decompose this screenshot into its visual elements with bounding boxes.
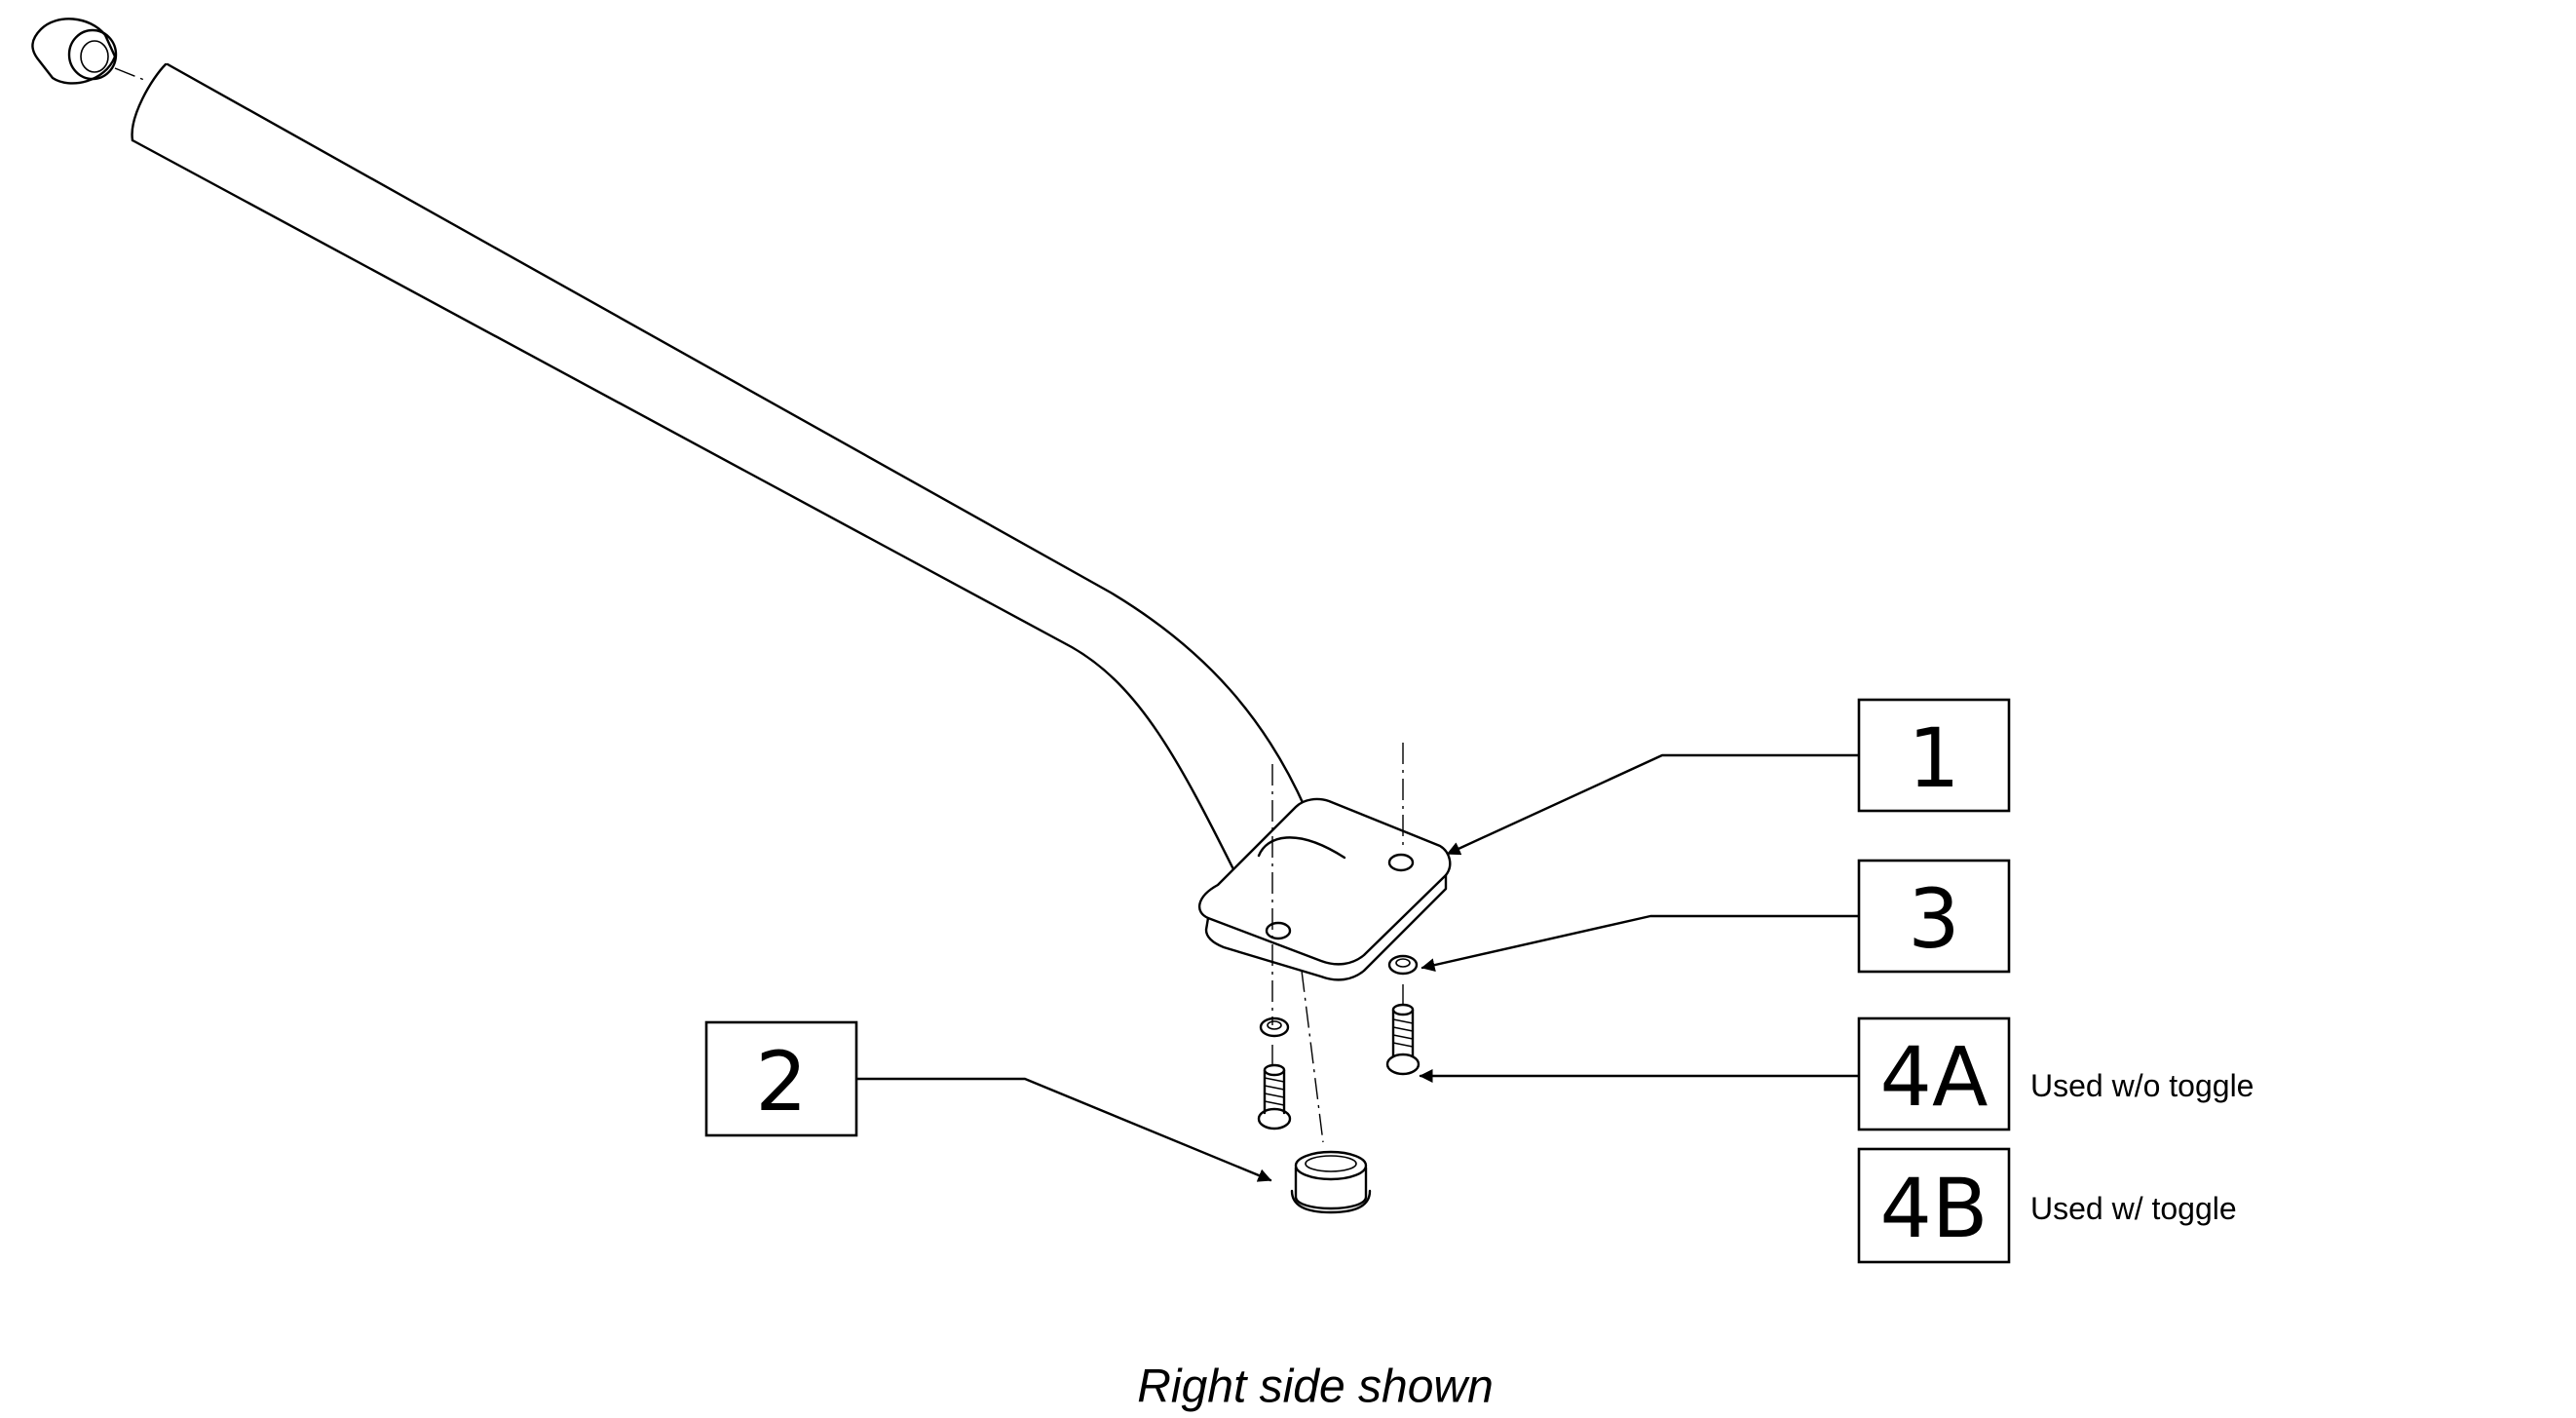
callout-2-label: 2 — [755, 1034, 807, 1130]
callout-4b-label: 4B — [1879, 1161, 1988, 1256]
callout-4b: 4B Used w/ toggle — [1857, 1147, 2237, 1264]
leader-2 — [855, 1077, 1272, 1182]
right-washer — [1387, 954, 1419, 976]
figure-caption: Right side shown — [1137, 1361, 1494, 1413]
callout-1-label: 1 — [1908, 710, 1959, 806]
callout-4a: 4A Used w/o toggle — [1857, 1016, 2254, 1131]
callout-4a-label: 4A — [1880, 1029, 1989, 1125]
centerline-end-cap — [1301, 970, 1324, 1143]
callout-4b-note: Used w/ toggle — [2030, 1191, 2237, 1226]
leader-1 — [1446, 753, 1861, 856]
left-washer — [1259, 1016, 1290, 1038]
handle-tube — [131, 62, 1307, 879]
callout-4a-note: Used w/o toggle — [2030, 1068, 2254, 1103]
mounting-plate — [1198, 797, 1452, 981]
tube-end-cap — [31, 18, 145, 85]
callout-1: 1 — [1857, 698, 2011, 813]
lower-end-cap — [1290, 1150, 1372, 1214]
callout-2: 2 — [704, 1020, 858, 1137]
leader-3 — [1421, 914, 1861, 973]
right-screw — [1385, 1003, 1421, 1076]
callout-3: 3 — [1857, 859, 2011, 974]
left-screw — [1257, 1063, 1292, 1131]
callout-3-label: 3 — [1908, 871, 1959, 967]
